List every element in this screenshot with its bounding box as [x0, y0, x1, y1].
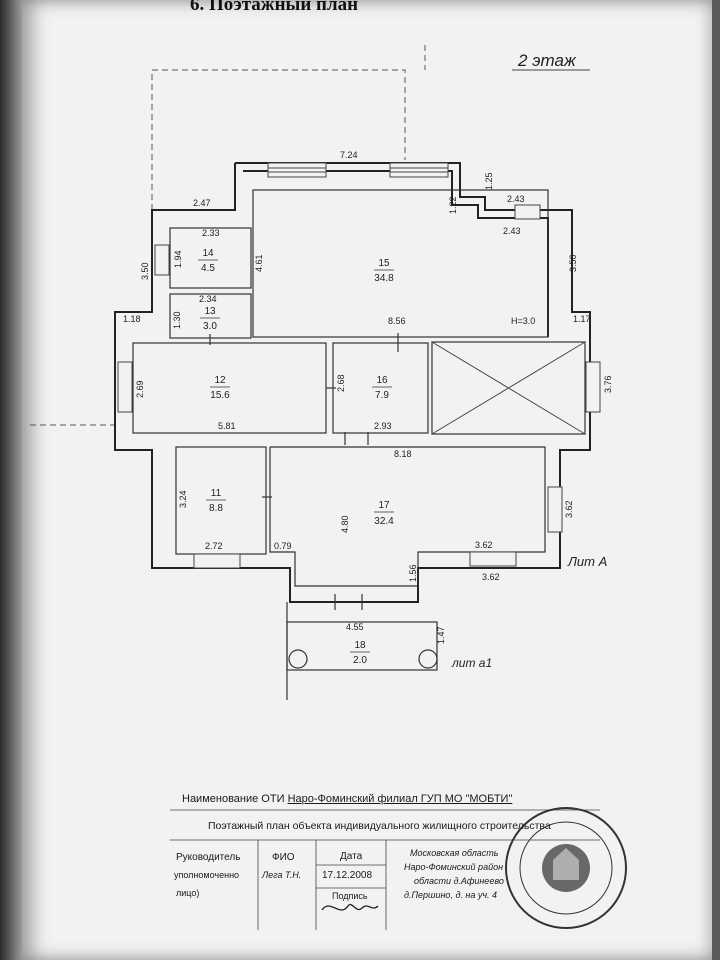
dim-2-47: 2.47: [193, 198, 211, 208]
dim-3-24: 3.24: [178, 490, 188, 508]
dim-2-72: 2.72: [205, 541, 223, 551]
room-15-outline: [252, 189, 549, 338]
dim-1-22: 1.22: [448, 196, 458, 214]
stairwell-outline: [431, 341, 586, 435]
dim-2-93: 2.93: [374, 421, 392, 431]
stamp-name-prefix: Наименование ОТИ: [182, 793, 285, 805]
stamp-org-name: Наро-Фоминский филиал ГУП МО "МОБТИ": [287, 793, 513, 805]
dim-5-81: 5.81: [218, 421, 236, 431]
room-14-number: 14: [202, 248, 214, 259]
room-14-outline: [169, 227, 252, 289]
document-sheet: [22, 0, 712, 960]
dim-3-62-inner: 3.62: [475, 540, 493, 550]
dim-1-17: 1.17: [573, 314, 591, 324]
room-11-outline: [175, 446, 267, 555]
room-11-area: 8.8: [209, 503, 223, 514]
dim-8-56: 8.56: [388, 316, 406, 326]
stamp-table: [170, 809, 600, 930]
dim-1-47: 1.47: [436, 626, 446, 644]
room-12-number: 12: [214, 375, 226, 386]
room-17-outline: [269, 446, 546, 587]
stamp-subtitle: Поэтажный план объекта индивидуального ж…: [208, 820, 551, 832]
column-left: [288, 649, 308, 669]
room-15-number: 15: [378, 258, 390, 269]
dim-3-50-right: 3.50: [568, 254, 578, 272]
room-16-number: 16: [376, 375, 388, 386]
address-line-3: области д.Афинеево: [414, 876, 504, 886]
ceiling-height: H=3.0: [511, 316, 535, 326]
address-line-2: Наро-Фоминский район: [404, 862, 504, 872]
signature: [321, 903, 379, 911]
dim-3-62-outer: 3.62: [482, 572, 500, 582]
dim-3-50-left: 3.50: [140, 262, 150, 280]
room-13-number: 13: [204, 306, 216, 317]
balcony-a1: [286, 602, 438, 700]
dim-2-43-inner: 2.43: [503, 226, 521, 236]
lit-a1-label: лит а1: [451, 656, 492, 670]
dim-0-79: 0.79: [274, 541, 292, 551]
stamp-title: Наименование ОТИ Наро-Фоминский филиал Г…: [182, 793, 512, 805]
room-labels: 15 34.8 14 4.5 13 3.0 12 15.6 16 7.9 11 …: [198, 248, 394, 666]
page-heading: 6. Поэтажный план: [190, 0, 359, 15]
door-marks: [209, 333, 399, 610]
room-17-number: 17: [378, 500, 390, 511]
role-label-2: уполномоченно: [174, 870, 240, 880]
date-value: 17.12.2008: [322, 870, 373, 881]
dim-1-18: 1.18: [123, 314, 141, 324]
dim-2-69: 2.69: [135, 380, 145, 398]
signature-header: Подпись: [332, 891, 368, 901]
room-16-area: 7.9: [375, 390, 389, 401]
dim-1-56: 1.56: [408, 564, 418, 582]
dim-4-80: 4.80: [340, 515, 350, 533]
column-right: [418, 649, 438, 669]
windows: [117, 162, 601, 569]
dim-2-68: 2.68: [336, 374, 346, 392]
dim-4-61: 4.61: [254, 254, 264, 272]
lit-a-label: Лит А: [567, 554, 607, 569]
stair-cross: [431, 341, 586, 435]
room-11-number: 11: [211, 488, 222, 499]
floor-label: 2 этаж: [517, 51, 577, 70]
room-15-area: 34.8: [374, 273, 394, 284]
round-seal: [505, 807, 627, 929]
room-13-area: 3.0: [203, 321, 217, 332]
dimension-labels: 7.24 2.47 1.22 1.25 2.43 2.43 2.33 1.94 …: [123, 150, 613, 644]
room-14-area: 4.5: [201, 263, 215, 274]
site-boundary: [30, 45, 426, 426]
dim-1-94: 1.94: [173, 250, 183, 268]
role-label-3: лицо): [176, 888, 200, 898]
role-label-1: Руководитель: [176, 852, 241, 863]
dim-7-24: 7.24: [340, 150, 358, 160]
fio-value: Лега Т.Н.: [262, 870, 302, 880]
address-line-1: Московская область: [410, 848, 499, 858]
room-17-area: 32.4: [374, 516, 394, 527]
date-header: Дата: [340, 851, 363, 862]
dim-2-43-top: 2.43: [507, 194, 525, 204]
dim-3-62-right: 3.62: [564, 500, 574, 518]
room-12-outline: [132, 342, 327, 434]
fio-header: ФИО: [272, 852, 295, 863]
room-18-area: 2.0: [353, 655, 367, 666]
room-outlines: [132, 189, 586, 671]
room-16-outline: [332, 342, 429, 434]
dim-2-34: 2.34: [199, 294, 217, 304]
room-18-number: 18: [354, 640, 366, 651]
dim-3-76: 3.76: [603, 375, 613, 393]
dim-1-25: 1.25: [484, 172, 494, 190]
scanner-edge: [0, 0, 22, 960]
room-12-area: 15.6: [210, 390, 230, 401]
dim-2-33: 2.33: [202, 228, 220, 238]
address-line-4: д.Першино, д. на уч. 4: [404, 890, 498, 900]
dim-4-55: 4.55: [346, 622, 364, 632]
dim-1-30: 1.30: [172, 311, 182, 329]
dim-8-18: 8.18: [394, 449, 412, 459]
